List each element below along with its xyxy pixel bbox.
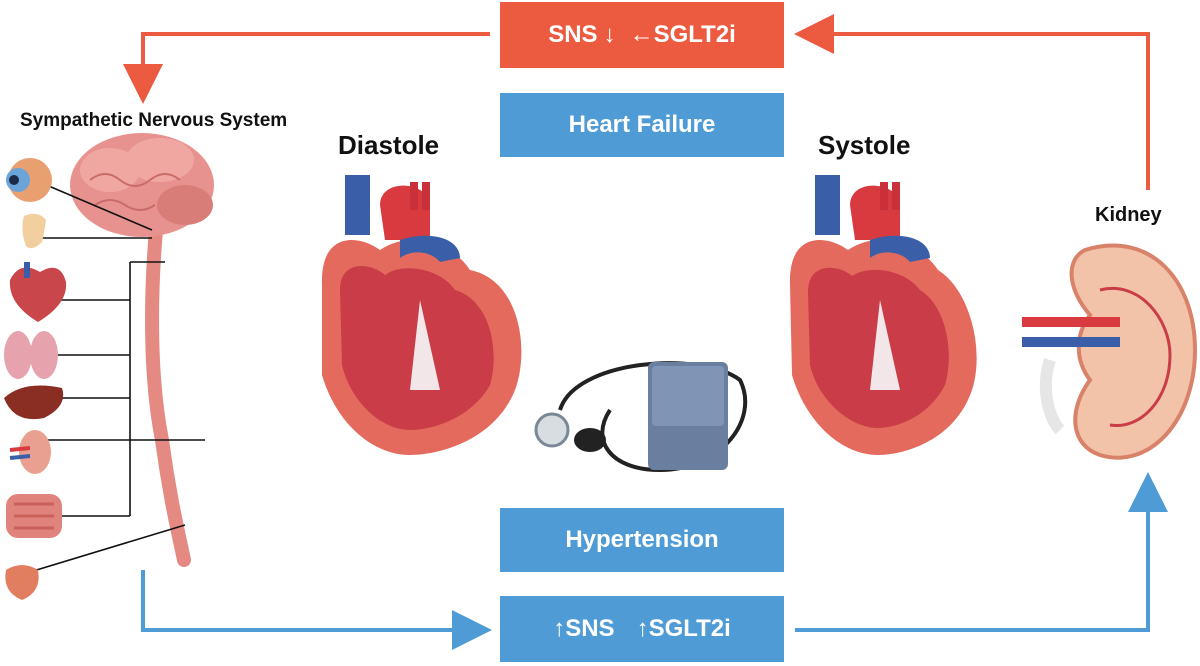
up-arrow-icon-2: ↑ [637,615,649,643]
hypertension-box: Hypertension [500,508,784,572]
intestine-icon [6,494,62,538]
sglt2i-label-top: SGLT2i [654,21,736,49]
brain-spinal-cord-illustration [70,133,214,560]
blue-arrow-right [795,488,1148,630]
kidney-small-icon [10,430,51,474]
eye-icon [6,158,52,202]
systole-label: Systole [818,130,911,161]
liver-icon [4,386,63,420]
gland-icon [22,214,46,249]
blue-arrow-left [143,570,476,630]
hypertension-label: Hypertension [565,526,718,554]
sglt2i-label-bottom: SGLT2i [649,615,731,643]
left-arrow-icon: ← [630,21,654,49]
red-arrow-left [143,34,490,88]
red-arrow-right [810,34,1148,190]
heart-failure-label: Heart Failure [569,111,716,139]
kidney-illustration [1022,246,1195,458]
sns-down-sglt2i-box: SNS ↓ ← SGLT2i [500,2,784,68]
sns-up-sglt2i-box: ↑ SNS ↑ SGLT2i [500,596,784,662]
down-arrow-icon: ↓ [604,21,616,49]
sns-label-bottom: SNS [565,615,614,643]
bladder-icon [5,565,38,600]
sns-label-top: SNS [548,21,597,49]
kidney-label: Kidney [1095,204,1162,227]
systole-heart-illustration [790,175,977,455]
up-arrow-icon: ↑ [553,615,565,643]
diastole-heart-illustration [322,175,521,455]
sympathetic-nervous-system-label: Sympathetic Nervous System [20,110,287,132]
blood-pressure-cuff-illustration [536,362,745,470]
heart-failure-box: Heart Failure [500,93,784,157]
diastole-label: Diastole [338,130,439,161]
lungs-icon [4,331,58,379]
heart-icon [10,262,66,322]
